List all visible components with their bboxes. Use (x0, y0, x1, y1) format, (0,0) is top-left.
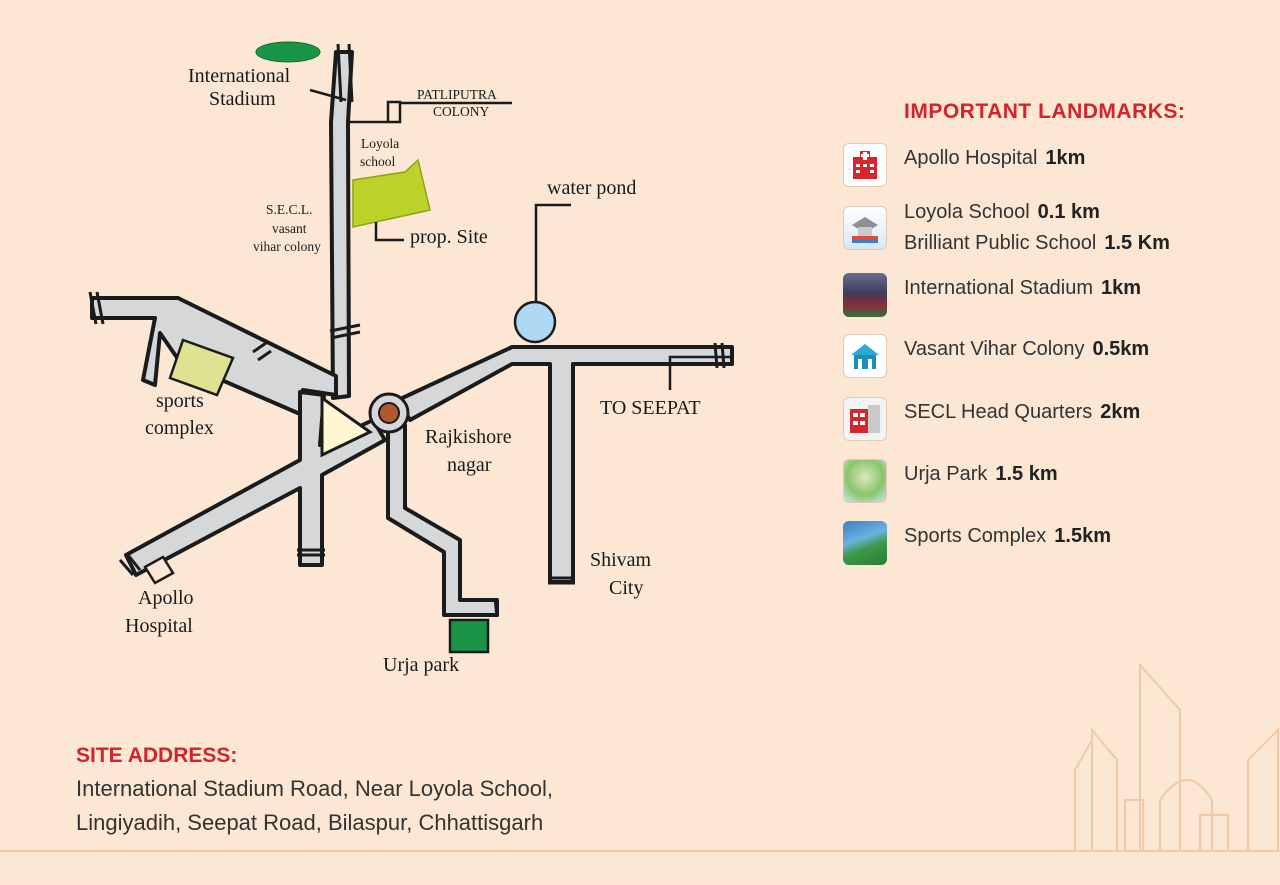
stadium-road (329, 50, 354, 400)
label-water-pond: water pond (547, 177, 636, 199)
label-rajkishore-1: Rajkishore (425, 426, 512, 448)
landmark-distance: 2km (1100, 401, 1141, 423)
colony-icon (843, 334, 887, 378)
landmark-name: Sports Complex (904, 525, 1047, 547)
landmark-apollo-hospital: Apollo Hospital 1km (843, 143, 1085, 187)
landmark-name: Loyola School (904, 201, 1030, 223)
label-shivam-1: Shivam (590, 549, 652, 571)
seepat-pointer-line (668, 355, 730, 390)
label-loyola-1: Loyola (361, 136, 399, 151)
landmark-urja-park: Urja Park 1.5 km (843, 459, 1058, 503)
label-patliputra-2: COLONY (433, 104, 489, 119)
label-loyola-2: school (360, 154, 395, 169)
label-sports-2: complex (145, 417, 214, 439)
landmark-schools: Loyola School 0.1 km Brilliant Public Sch… (843, 197, 1170, 259)
landmark-sports-complex: Sports Complex 1.5km (843, 521, 1111, 565)
landmark-distance: 1km (1101, 277, 1142, 299)
map-labels: International Stadium PATLIPUTRA COLONY … (125, 65, 701, 676)
label-international-stadium-2: Stadium (209, 88, 276, 110)
landmark-international-stadium: International Stadium 1km (843, 273, 1141, 317)
sports-complex-marker (168, 338, 235, 397)
sports-complex-icon (843, 521, 887, 565)
patliputra-colony-marker (350, 100, 512, 124)
road-end-ticks (88, 43, 726, 618)
landmark-distance: 0.1 km (1037, 201, 1100, 223)
urja-road (386, 418, 499, 617)
landmark-distance: 1km (1045, 147, 1086, 169)
urja-park-marker (448, 618, 490, 654)
landmarks-title: IMPORTANT LANDMARKS: (904, 100, 1186, 123)
stadium-icon (843, 273, 887, 317)
landmark-secl-head-quarters: SECL Head Quarters 2km (843, 397, 1140, 441)
label-patliputra-1: PATLIPUTRA (417, 87, 497, 102)
landmark-name: SECL Head Quarters (904, 401, 1093, 423)
south-west-road (124, 390, 387, 577)
label-urja-park: Urja park (383, 654, 459, 676)
label-secl-3: vihar colony (253, 239, 321, 254)
apollo-hospital-marker (143, 555, 175, 585)
international-stadium-marker (255, 41, 321, 63)
landmark-vasant-vihar-colony: Vasant Vihar Colony 0.5km (843, 334, 1149, 378)
label-apollo-1: Apollo (138, 587, 194, 609)
site-address-title: SITE ADDRESS: (76, 744, 238, 767)
road-network (90, 50, 734, 617)
stadium-pointer-line (309, 88, 347, 102)
landmark-name: International Stadium (904, 277, 1094, 299)
traffic-island-triangle (320, 395, 373, 458)
park-icon (843, 459, 887, 503)
label-apollo-2: Hospital (125, 615, 193, 637)
landmark-name: Apollo Hospital (904, 147, 1038, 169)
landmark-distance: 0.5km (1092, 338, 1150, 360)
hospital-icon (843, 143, 887, 187)
prop-site-pointer-line (374, 222, 404, 242)
roundabout-center (378, 402, 400, 424)
skyline-decoration (0, 662, 1280, 852)
landmark-distance: 1.5 km (995, 463, 1058, 485)
label-rajkishore-2: nagar (447, 454, 492, 476)
site-address-line-2: Lingiyadih, Seepat Road, Bilaspur, Chhat… (76, 810, 544, 835)
label-prop-site: prop. Site (410, 226, 488, 248)
proposed-site-marker (352, 158, 431, 228)
label-international-stadium-1: International (188, 65, 291, 87)
landmark-name: Urja Park (904, 463, 988, 485)
label-shivam-2: City (609, 577, 643, 599)
landmark-name: Brilliant Public School (904, 232, 1097, 254)
site-address-line-1: International Stadium Road, Near Loyola … (76, 776, 553, 801)
water-pond-marker (513, 300, 557, 344)
label-secl-1: S.E.C.L. (266, 202, 313, 217)
landmark-distance: 1.5 Km (1104, 232, 1170, 254)
landmark-distance: 1.5km (1054, 525, 1111, 547)
landmark-name: Vasant Vihar Colony (904, 338, 1085, 360)
label-secl-2: vasant (272, 221, 307, 236)
school-icon (843, 206, 887, 250)
office-building-icon (843, 397, 887, 441)
label-sports-1: sports (156, 390, 204, 412)
water-pond-pointer-line (534, 203, 571, 302)
label-to-seepat: TO SEEPAT (600, 397, 701, 419)
